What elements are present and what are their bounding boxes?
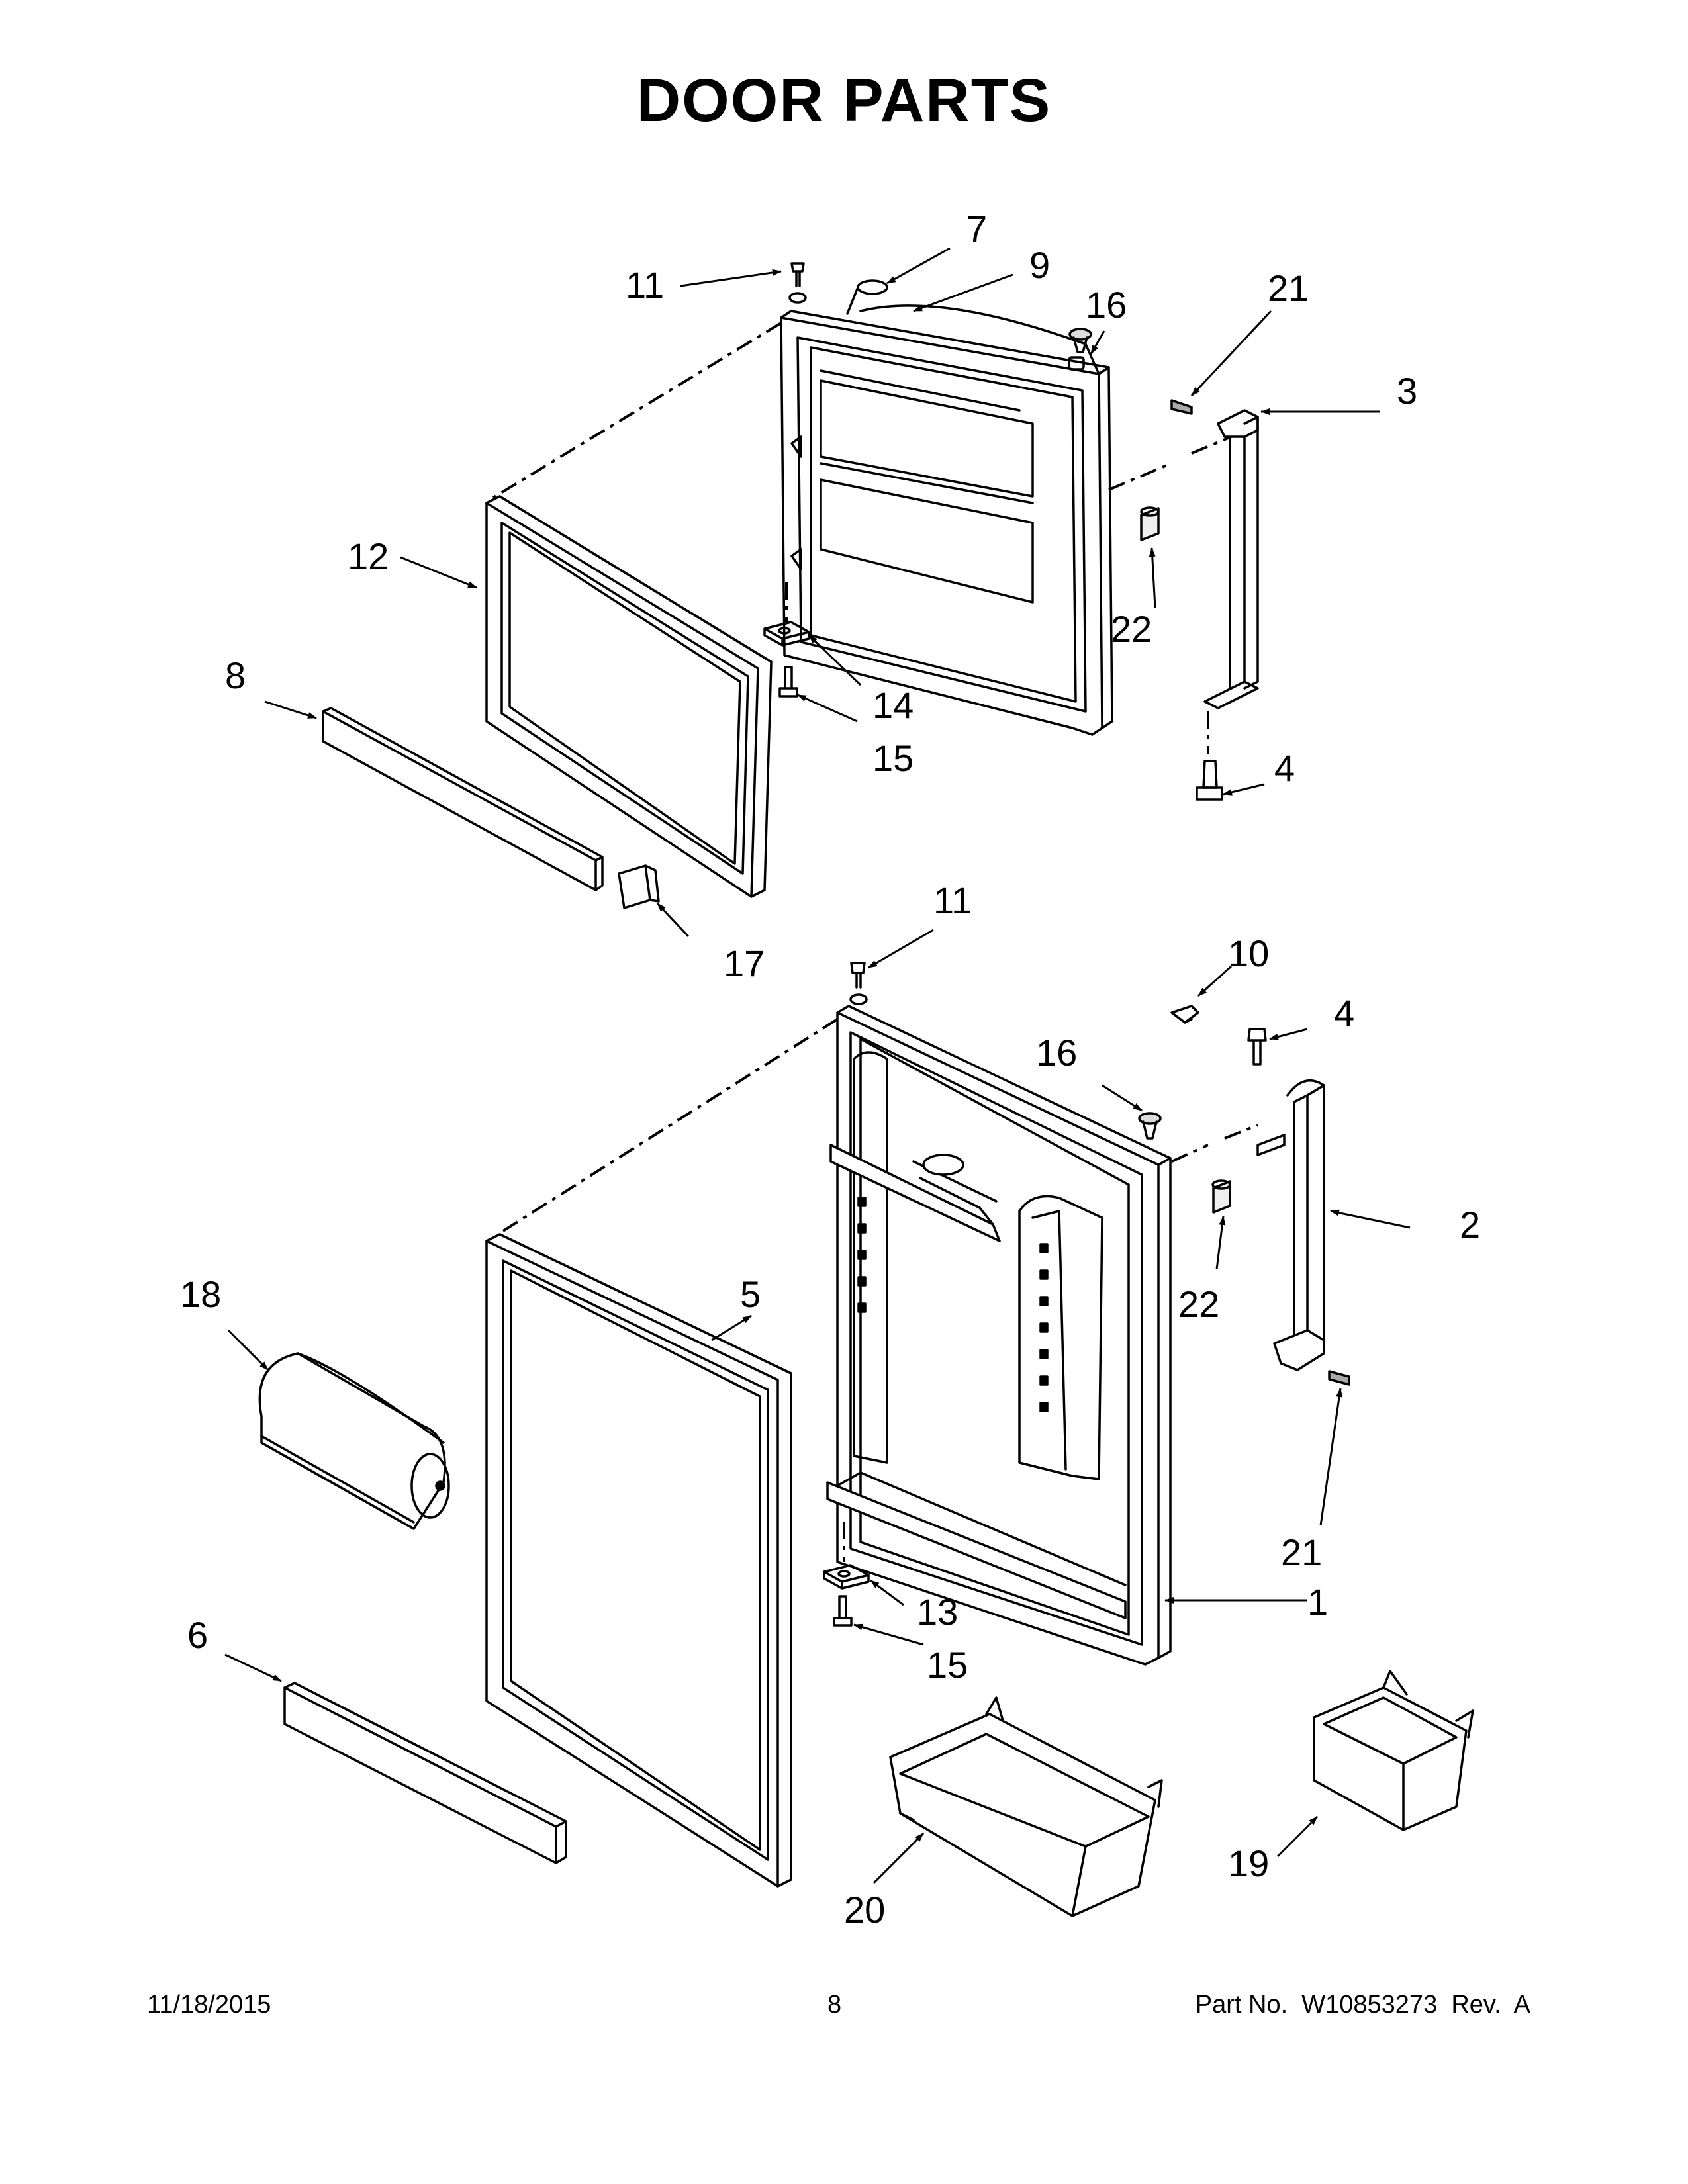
footer-date: 11/18/2015: [147, 1991, 271, 2019]
door-bin-20: [889, 1696, 1163, 1917]
dairy-bin: [258, 1352, 450, 1530]
callout-18: 18: [180, 1273, 221, 1315]
callout-7: 7: [966, 208, 987, 250]
wire-clip-10: [1170, 1005, 1199, 1024]
hinge-cap-16-upper: [1068, 328, 1092, 353]
freezer-shelf-trim: [322, 707, 604, 891]
callout-3: 3: [1397, 370, 1417, 412]
screw-4-upper: [1196, 760, 1223, 801]
callout-15: 15: [927, 1644, 968, 1686]
page-title: DOOR PARTS: [636, 67, 1052, 134]
callout-11: 11: [626, 264, 664, 306]
callout-9: 9: [1029, 244, 1050, 286]
refrigerator-door-gasket: [485, 1233, 792, 1888]
hinge-cap-16-lower: [1138, 1112, 1162, 1140]
callout-22: 22: [1178, 1283, 1219, 1325]
hinge-pin-11-upper: [788, 262, 807, 304]
callout-8: 8: [225, 655, 246, 696]
callout-14: 14: [872, 684, 914, 726]
cam-7: [846, 279, 888, 315]
freezer-door-gasket: [485, 495, 773, 898]
callout-21: 21: [1268, 267, 1309, 309]
footer-page-number: 8: [827, 1991, 842, 2019]
callout-4: 4: [1274, 747, 1295, 789]
screw-21-upper: [1170, 399, 1193, 415]
callout-4: 4: [1334, 992, 1354, 1034]
callout-labels: 11 7 9 16 21 3 22 12 8 14 15 4 17 11 10 …: [180, 208, 1480, 1931]
screw-4-lower: [1247, 1028, 1267, 1066]
door-bin-19: [1313, 1670, 1474, 1831]
callout-6: 6: [187, 1614, 208, 1656]
screw-15-lower: [833, 1595, 853, 1627]
callout-5: 5: [740, 1273, 761, 1315]
callout-20: 20: [844, 1889, 885, 1931]
callout-2: 2: [1460, 1204, 1480, 1246]
freezer-handle: [1203, 409, 1259, 709]
callout-17: 17: [724, 942, 765, 984]
callout-21: 21: [1281, 1531, 1322, 1573]
callout-12: 12: [348, 535, 389, 577]
screw-15-upper: [778, 666, 798, 698]
refrigerator-door-panel: [826, 1005, 1172, 1666]
screw-21-lower: [1328, 1370, 1350, 1386]
hinge-13: [823, 1564, 870, 1590]
callout-1: 1: [1307, 1581, 1328, 1623]
door-shelf-peg-holes: [857, 1197, 1049, 1412]
callout-15: 15: [872, 737, 914, 779]
freezer-door-panel: [780, 304, 1113, 736]
callout-11: 11: [933, 880, 972, 921]
callout-13: 13: [917, 1591, 958, 1633]
leader-lines: [224, 247, 1411, 1884]
spacer-22-upper: [1140, 506, 1160, 541]
hinge-pin-11-lower: [849, 962, 868, 1005]
callout-19: 19: [1228, 1843, 1269, 1884]
refrigerator-shelf-trim: [283, 1682, 567, 1864]
end-cap-17: [618, 864, 660, 909]
callout-10: 10: [1228, 933, 1269, 974]
alignment-lines: [492, 322, 1258, 1562]
callout-16: 16: [1086, 284, 1127, 326]
footer-part-number: Part No. W10853273 Rev. A: [1195, 1991, 1530, 2019]
callout-22: 22: [1111, 608, 1152, 650]
spacer-22-lower: [1211, 1179, 1231, 1214]
callout-16: 16: [1036, 1032, 1077, 1073]
refrigerator-handle: [1256, 1079, 1325, 1371]
